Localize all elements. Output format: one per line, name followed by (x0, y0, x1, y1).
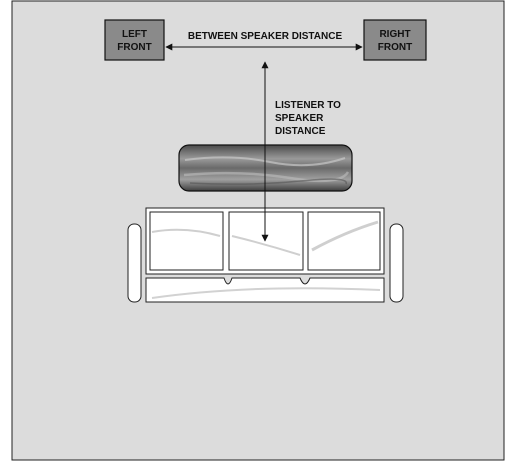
right-front-label-line2: FRONT (378, 42, 412, 53)
sofa-cushion-center (228, 211, 304, 271)
sofa-right-armrest (389, 223, 404, 303)
sofa-cushion-left (149, 211, 224, 271)
left-front-label-line2: FRONT (117, 42, 151, 53)
listener-distance-label-line1: LISTENER TO (275, 100, 341, 111)
sofa-cushion-right (307, 211, 381, 271)
listener-distance-label-line2: SPEAKER (275, 113, 324, 124)
left-front-speaker: LEFT FRONT (104, 19, 165, 61)
right-front-label-line1: RIGHT (379, 29, 410, 40)
between-speaker-distance-label: BETWEEN SPEAKER DISTANCE (188, 31, 343, 42)
right-front-speaker: RIGHT FRONT (363, 19, 427, 61)
listener-distance-label-line3: DISTANCE (275, 126, 326, 137)
left-front-label-line1: LEFT (122, 29, 147, 40)
sofa (127, 207, 404, 303)
sofa-left-armrest (127, 223, 142, 303)
